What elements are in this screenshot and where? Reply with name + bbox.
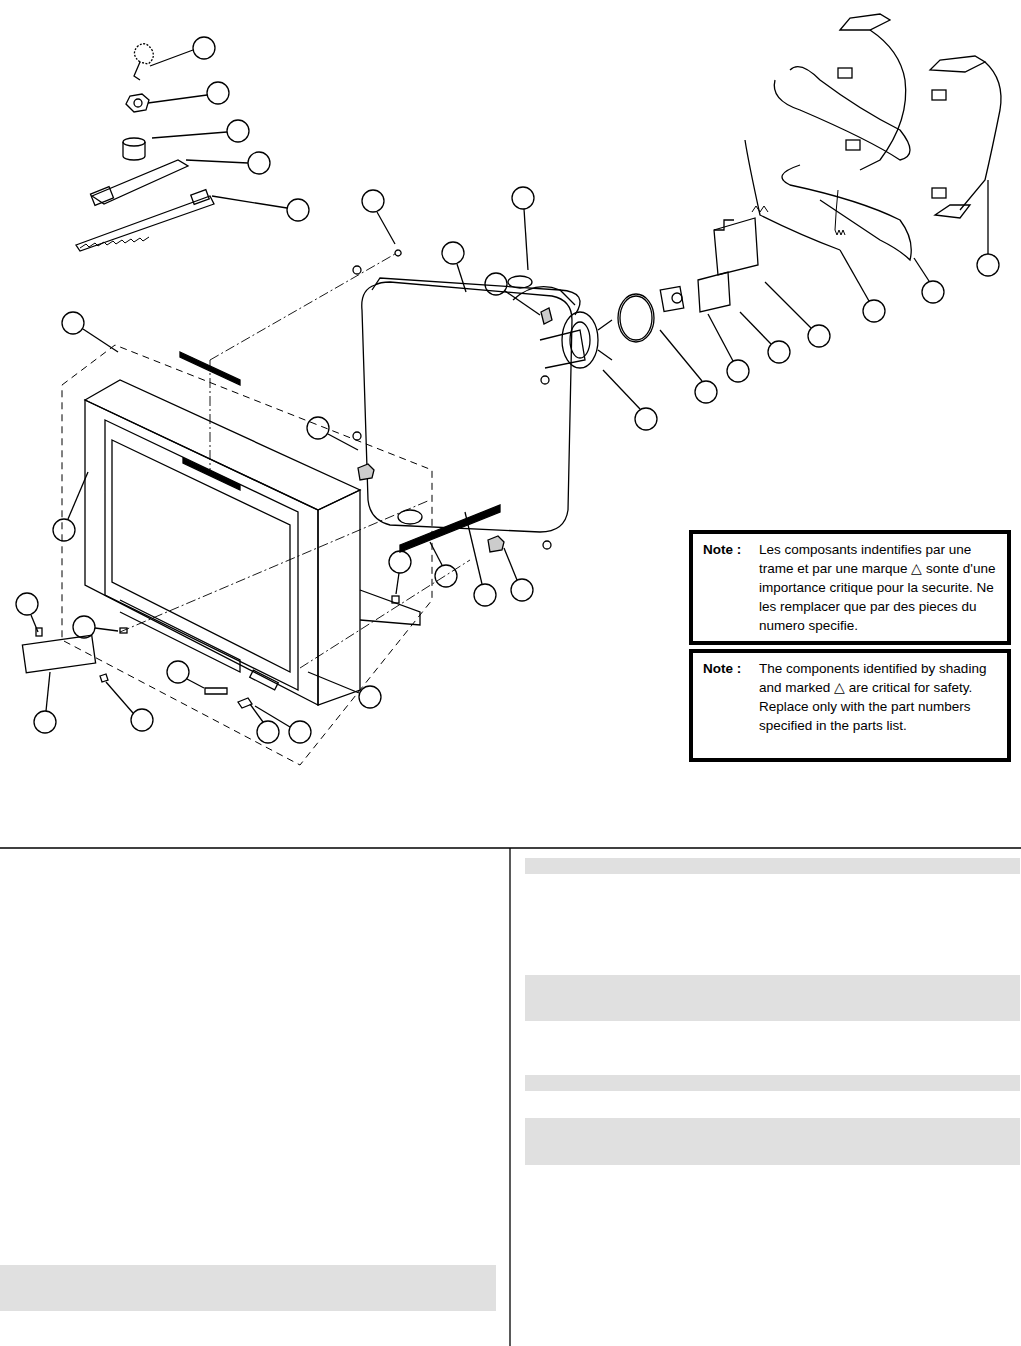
page-sections [0,848,1021,1346]
note-heading: Note : [703,540,759,559]
note-box: Note :Les composants indentifies par une… [689,530,1011,645]
note-heading: Note : [703,659,759,678]
note-box: Note :The components identified by shadi… [689,649,1011,762]
note-text: Les composants indentifies par une trame… [759,540,999,635]
note-text: The components identified by shading and… [759,659,999,735]
